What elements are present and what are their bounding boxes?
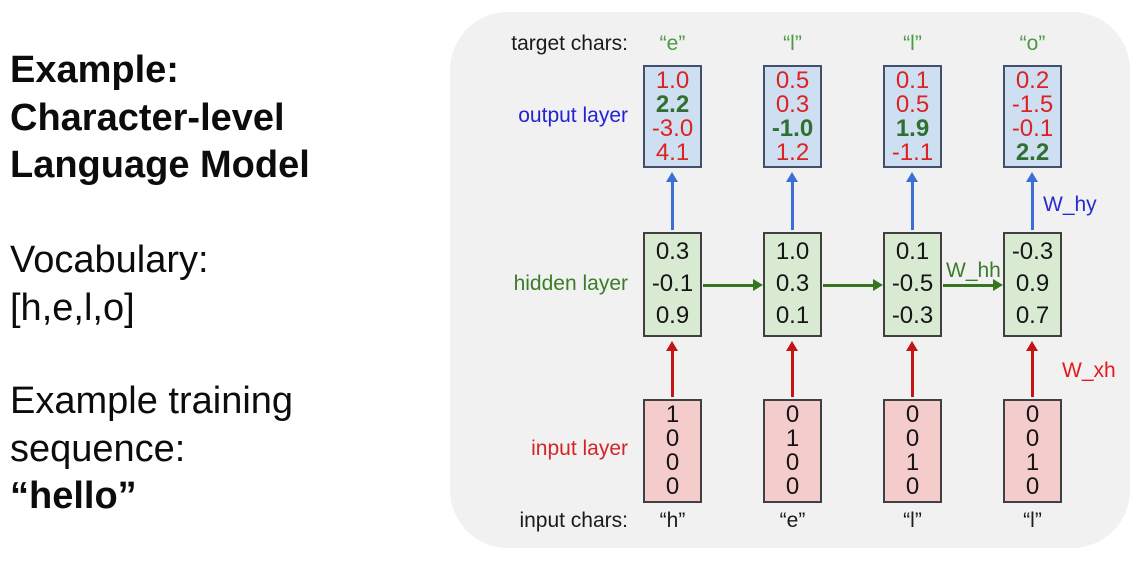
hidden-value: 0.1 bbox=[895, 238, 930, 265]
target-char: “l” bbox=[783, 32, 802, 55]
input-char: “l” bbox=[903, 509, 922, 532]
hidden-value: 0.9 bbox=[655, 302, 690, 329]
input-value: 1 bbox=[905, 449, 920, 476]
input-value: 0 bbox=[1025, 425, 1040, 452]
hidden-value: -0.5 bbox=[891, 270, 934, 297]
training-line: Example training bbox=[10, 380, 294, 422]
output-value: 0.1 bbox=[895, 67, 930, 94]
hidden-value: -0.1 bbox=[651, 270, 694, 297]
input-chars-label: input chars: bbox=[519, 509, 628, 532]
input-value: 0 bbox=[785, 449, 800, 476]
input-layer-label: input layer bbox=[531, 437, 628, 460]
input-value: 0 bbox=[665, 473, 680, 500]
input-value: 0 bbox=[785, 473, 800, 500]
output-vector-box: 0.5 0.3 -1.0 1.2 bbox=[763, 65, 822, 168]
input-vector-box: 0 0 1 0 bbox=[883, 399, 942, 503]
vocabulary-label: Vocabulary: bbox=[10, 239, 209, 281]
output-value: -0.1 bbox=[1011, 115, 1054, 142]
input-value: 1 bbox=[665, 401, 680, 428]
output-value: 0.3 bbox=[775, 91, 810, 118]
hidden-value: 0.7 bbox=[1015, 302, 1050, 329]
hidden-recurrent-arrow bbox=[943, 279, 1003, 291]
weight-w-hh-label: W_hh bbox=[946, 259, 1001, 282]
hidden-value: 0.3 bbox=[775, 270, 810, 297]
input-to-hidden-arrow bbox=[1026, 341, 1038, 397]
output-value-target: -1.0 bbox=[771, 115, 814, 142]
hidden-to-output-arrow bbox=[786, 172, 798, 230]
training-sequence-value: “hello” bbox=[10, 475, 137, 517]
output-vector-box: 1.0 2.2 -3.0 4.1 bbox=[643, 65, 702, 168]
output-value-target: 2.2 bbox=[1015, 139, 1050, 166]
training-line: sequence: bbox=[10, 427, 186, 470]
vocabulary-text: Vocabulary: [h,e,l,o] bbox=[10, 237, 209, 332]
input-value: 0 bbox=[665, 425, 680, 452]
hidden-to-output-arrow bbox=[666, 172, 678, 230]
hidden-vector-box: -0.3 0.9 0.7 bbox=[1003, 232, 1062, 337]
output-value: 1.2 bbox=[775, 139, 810, 166]
output-value: -3.0 bbox=[651, 115, 694, 142]
hidden-value: 0.1 bbox=[775, 302, 810, 329]
output-value-target: 1.9 bbox=[895, 115, 930, 142]
output-value: -1.1 bbox=[891, 139, 934, 166]
hidden-vector-box: 1.0 0.3 0.1 bbox=[763, 232, 822, 337]
hidden-value: 0.9 bbox=[1015, 270, 1050, 297]
rnn-diagram-panel: target chars: output layer hidden layer … bbox=[450, 12, 1130, 548]
output-value: 1.0 bbox=[655, 67, 690, 94]
target-char: “e” bbox=[659, 32, 686, 55]
input-value: 0 bbox=[665, 449, 680, 476]
input-to-hidden-arrow bbox=[786, 341, 798, 397]
hidden-value: -0.3 bbox=[891, 302, 934, 329]
slide-title-line: Example: bbox=[10, 49, 179, 91]
output-layer-label: output layer bbox=[518, 104, 628, 127]
slide-title-line: Character-level bbox=[10, 96, 285, 139]
hidden-vector-box: 0.1 -0.5 -0.3 bbox=[883, 232, 942, 337]
hidden-layer-label: hidden layer bbox=[513, 272, 628, 295]
hidden-vector-box: 0.3 -0.1 0.9 bbox=[643, 232, 702, 337]
input-value: 0 bbox=[905, 401, 920, 428]
hidden-recurrent-arrow bbox=[703, 279, 763, 291]
input-value: 0 bbox=[785, 401, 800, 428]
weight-w-xh-label: W_xh bbox=[1062, 359, 1116, 382]
input-value: 1 bbox=[1025, 449, 1040, 476]
output-value: -1.5 bbox=[1011, 91, 1054, 118]
hidden-value: 1.0 bbox=[775, 238, 810, 265]
hidden-recurrent-arrow bbox=[823, 279, 883, 291]
input-char: “h” bbox=[659, 509, 686, 532]
input-vector-box: 0 0 1 0 bbox=[1003, 399, 1062, 503]
input-vector-box: 0 1 0 0 bbox=[763, 399, 822, 503]
input-to-hidden-arrow bbox=[666, 341, 678, 397]
hidden-value: 0.3 bbox=[655, 238, 690, 265]
training-sequence-text: Example training sequence: “hello” bbox=[10, 378, 293, 521]
output-value-target: 2.2 bbox=[655, 91, 690, 118]
input-char: “e” bbox=[779, 509, 806, 532]
output-vector-box: 0.2 -1.5 -0.1 2.2 bbox=[1003, 65, 1062, 168]
hidden-value: -0.3 bbox=[1011, 238, 1054, 265]
hidden-to-output-arrow bbox=[1026, 172, 1038, 230]
target-chars-label: target chars: bbox=[511, 32, 628, 55]
hidden-to-output-arrow bbox=[906, 172, 918, 230]
output-value: 0.5 bbox=[895, 91, 930, 118]
output-value: 4.1 bbox=[655, 139, 690, 166]
input-char: “l” bbox=[1023, 509, 1042, 532]
slide-title: Example: Character-level Language Model bbox=[10, 47, 310, 190]
output-vector-box: 0.1 0.5 1.9 -1.1 bbox=[883, 65, 942, 168]
input-value: 0 bbox=[1025, 401, 1040, 428]
input-value: 0 bbox=[1025, 473, 1040, 500]
target-char: “l” bbox=[903, 32, 922, 55]
input-value: 1 bbox=[785, 425, 800, 452]
weight-w-hy-label: W_hy bbox=[1043, 193, 1097, 216]
vocabulary-value: [h,e,l,o] bbox=[10, 286, 135, 329]
input-vector-box: 1 0 0 0 bbox=[643, 399, 702, 503]
output-value: 0.5 bbox=[775, 67, 810, 94]
input-value: 0 bbox=[905, 473, 920, 500]
slide-title-line: Language Model bbox=[10, 144, 310, 186]
input-to-hidden-arrow bbox=[906, 341, 918, 397]
input-value: 0 bbox=[905, 425, 920, 452]
output-value: 0.2 bbox=[1015, 67, 1050, 94]
target-char: “o” bbox=[1019, 32, 1046, 55]
